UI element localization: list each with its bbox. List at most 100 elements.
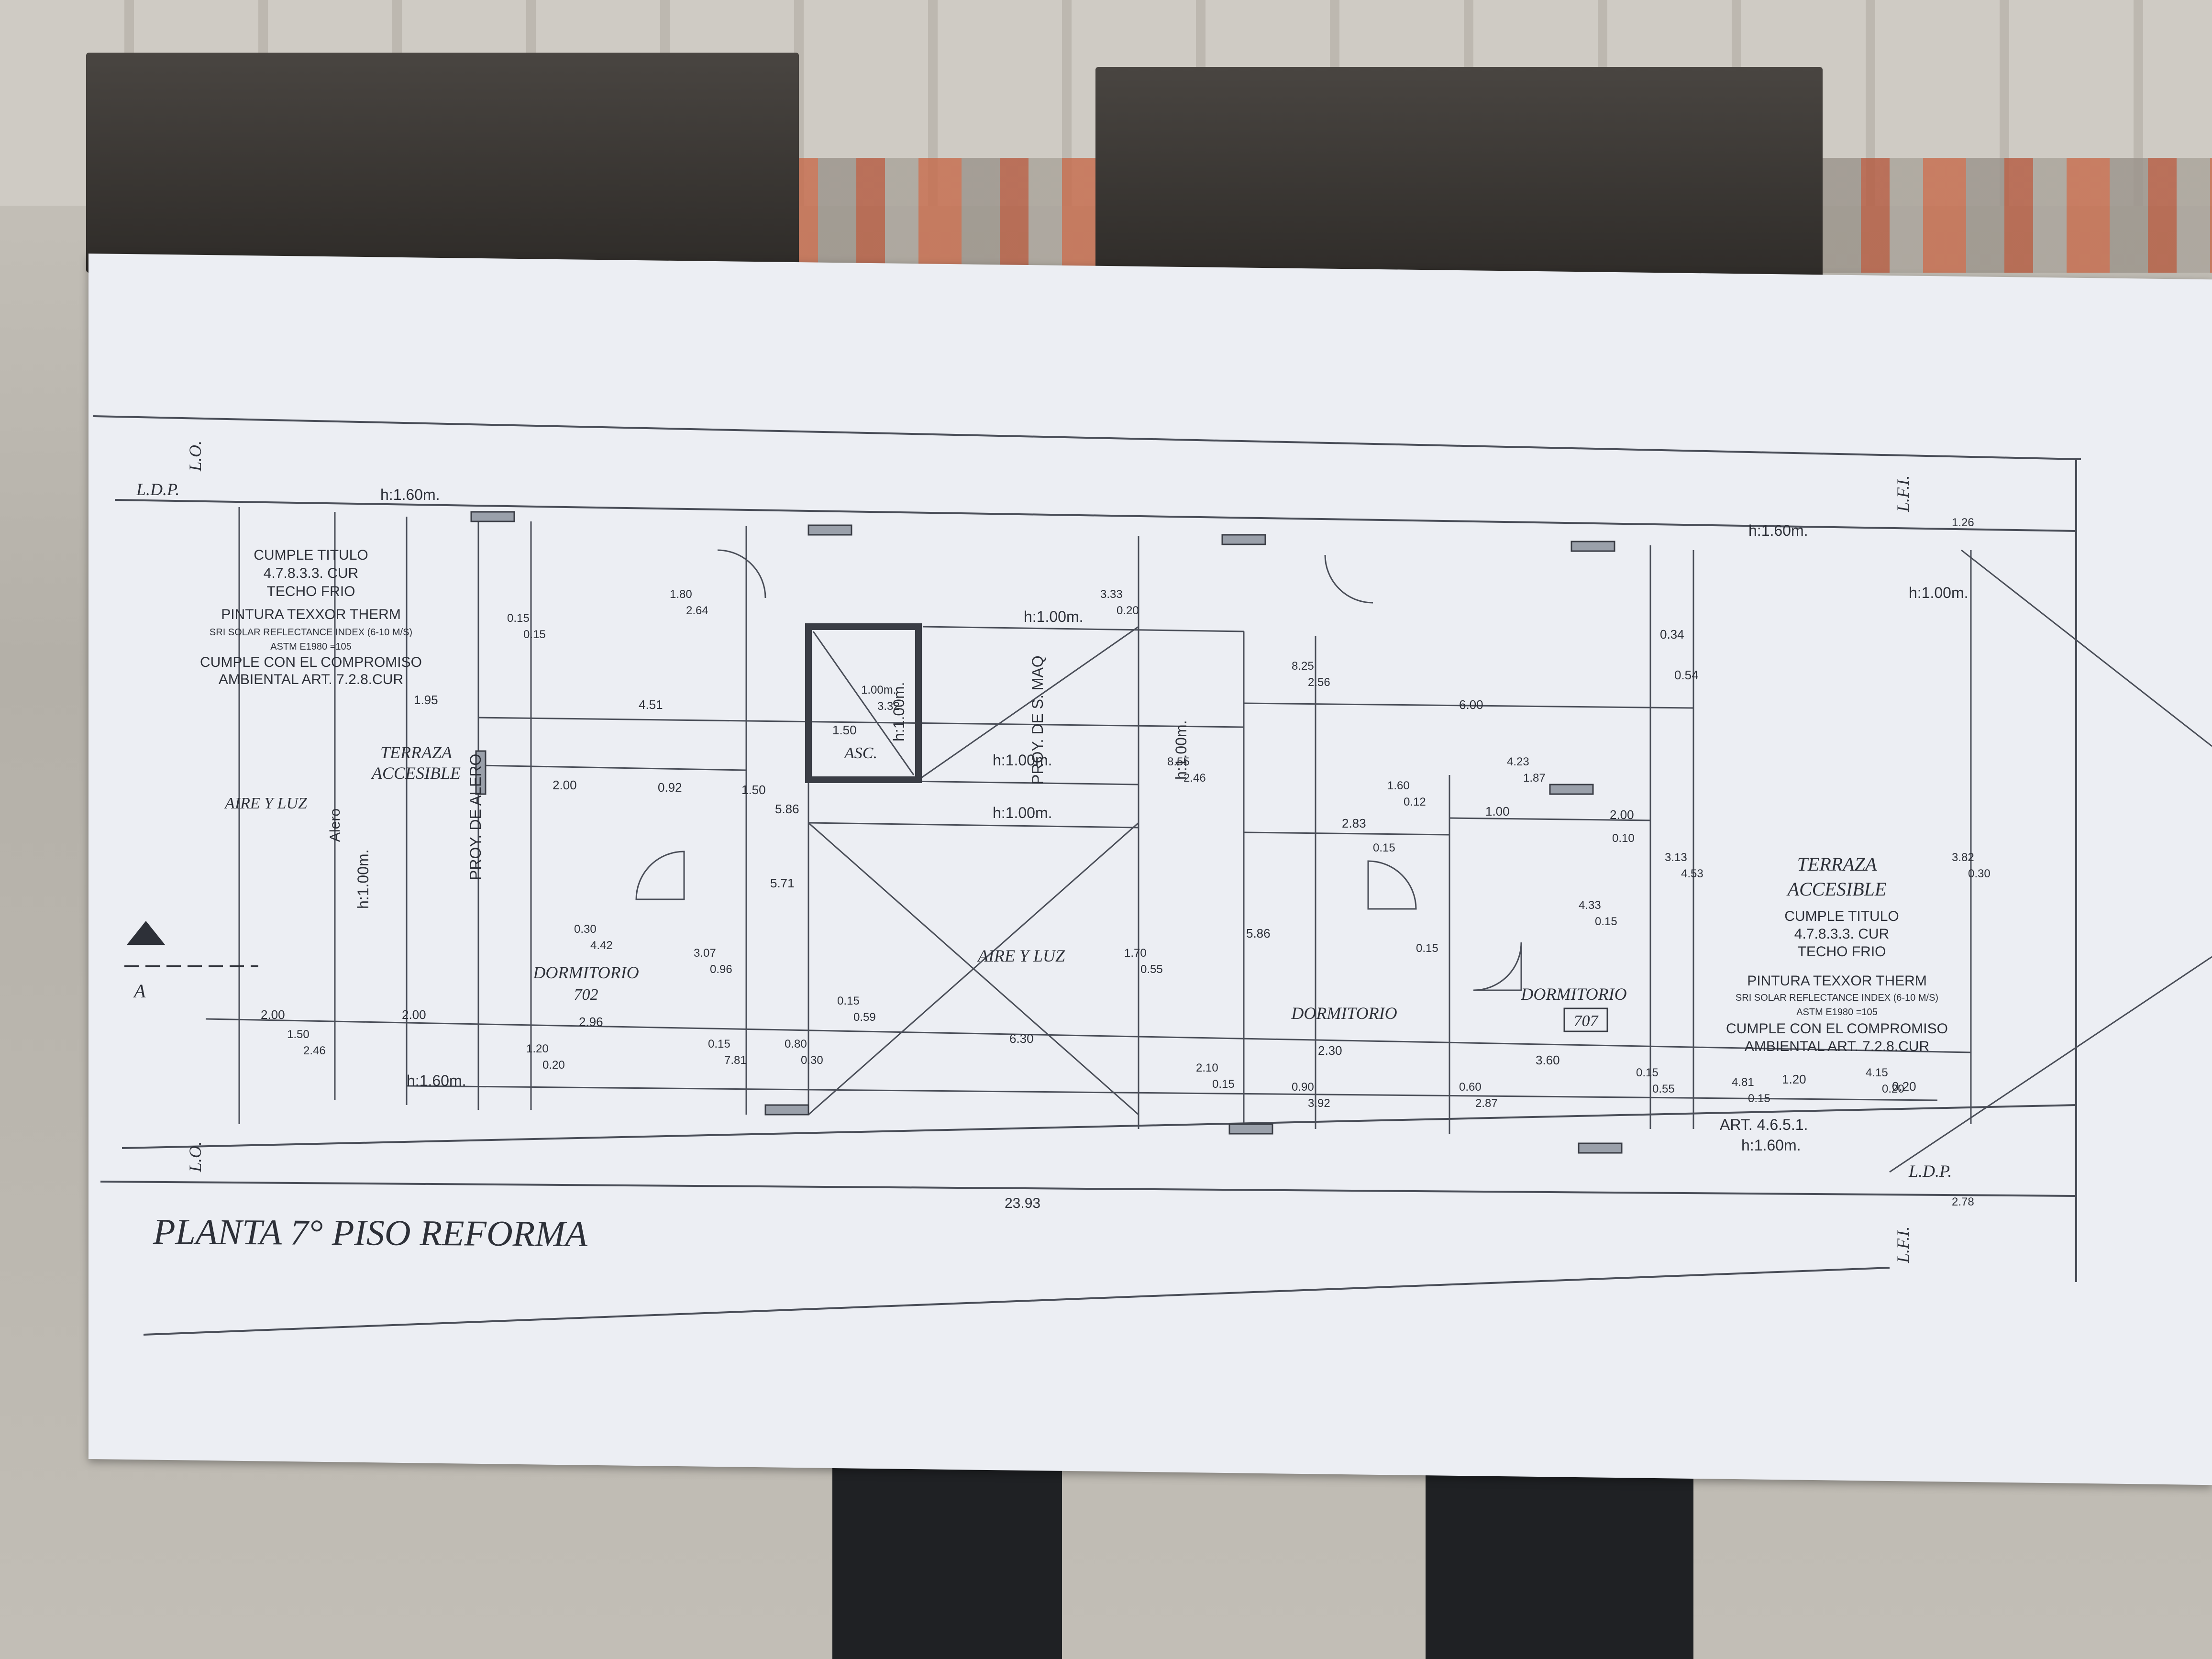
room-label: Alero <box>327 808 343 842</box>
note-line: 4.7.8.3.3. CUR <box>264 565 358 581</box>
height-label: h:1.60m. <box>407 1072 466 1089</box>
dimension-label: 4.51 <box>639 697 663 712</box>
note-line: CUMPLE TITULO <box>1784 908 1899 924</box>
lfi-bottom-label: L.F.I. <box>1893 1227 1913 1263</box>
note-line: PINTURA TEXXOR THERM <box>221 607 401 622</box>
dimension-label: 2.96 <box>579 1015 603 1029</box>
dimension-label: 1.60 <box>1387 779 1410 792</box>
room-label: DORMITORIO <box>1291 1004 1397 1023</box>
dimension-label: 0.15 <box>523 628 546 641</box>
lo-bottom-label: L.O. <box>186 1141 205 1172</box>
room-label: 707 <box>1574 1012 1599 1030</box>
room-label: h:1.60m. <box>1741 1137 1801 1154</box>
note-line: TECHO FRIO <box>1798 944 1886 960</box>
dimension-label: 0.15 <box>1636 1066 1659 1079</box>
dimension-label: 8.55 <box>1167 755 1190 768</box>
dimension-label: 5.71 <box>770 876 795 890</box>
room-label: TERRAZA <box>380 743 453 762</box>
dimension-label: 1.00m. <box>861 684 896 697</box>
wood-board-right <box>1095 67 1823 287</box>
dimension-label: 4.81 <box>1732 1076 1754 1089</box>
wood-board-left <box>86 53 799 273</box>
sheet-title: PLANTA 7° PISO REFORMA <box>153 1212 588 1254</box>
dimension-label: 0.15 <box>1595 915 1617 928</box>
dimension-label: 0.80 <box>785 1038 807 1051</box>
dimension-label: 2.78 <box>1952 1195 1974 1208</box>
height-label: h:1.60m. <box>1748 522 1808 539</box>
dimension-label: 0.20 <box>1117 604 1139 617</box>
dimension-label: 1.50 <box>832 723 857 737</box>
dimension-label: 0.15 <box>1416 942 1438 955</box>
dimension-label: 0.30 <box>574 923 597 936</box>
dimension-label: 0.20 <box>1882 1083 1904 1095</box>
dimension-label: 4.42 <box>590 939 613 952</box>
left-note-block: CUMPLE TITULO 4.7.8.3.3. CUR TECHO FRIO … <box>200 547 422 687</box>
dimension-label: 6.00 <box>1459 697 1483 712</box>
dimension-label: 0.20 <box>1892 1079 1916 1094</box>
room-label: ACCESIBLE <box>371 763 461 783</box>
dimension-label: 5.86 <box>1246 926 1271 940</box>
height-label: h:1.00m. <box>993 804 1052 821</box>
dimension-label: 4.53 <box>1681 867 1703 880</box>
note-line: CUMPLE CON EL COMPROMISO <box>1726 1021 1948 1037</box>
plan-walls <box>205 507 2212 1173</box>
height-label: h:1.00m. <box>993 752 1052 769</box>
note-line: ASTM E1980 =105 <box>1796 1007 1878 1018</box>
door-swings <box>635 549 1522 991</box>
dimension-labels: 1.95 4.51 1.50 2.00 0.92 1.50 5.86 5.71 … <box>261 627 1916 1094</box>
dimension-label: 0.55 <box>1652 1083 1675 1095</box>
dimension-label: 2.00 <box>1610 807 1634 822</box>
dimension-label: 0.15 <box>1373 841 1395 854</box>
dimension-label: 2.87 <box>1475 1097 1498 1110</box>
dimension-label: 1.20 <box>526 1042 549 1055</box>
dimension-label: 0.92 <box>658 780 682 795</box>
dimension-label: 2.56 <box>1308 676 1330 689</box>
dimension-label: 2.00 <box>261 1007 285 1022</box>
note-line: CUMPLE TITULO <box>254 547 368 563</box>
dimension-label: 2.46 <box>1183 772 1206 785</box>
dimension-label: 1.70 <box>1124 947 1147 960</box>
dimension-label: 3.13 <box>1665 851 1687 864</box>
dimension-label: 0.15 <box>1212 1078 1235 1091</box>
elevator-shaft <box>805 623 922 783</box>
dimension-label: 6.30 <box>1009 1031 1034 1046</box>
height-labels: h:1.60m. h:1.60m. h:1.00m. h:1.00m. h:1.… <box>354 486 1969 1089</box>
note-line: SRI SOLAR REFLECTANCE INDEX (6-10 M/S) <box>1736 993 1938 1003</box>
dimension-label: 2.30 <box>1318 1043 1342 1058</box>
dimension-label: 0.15 <box>708 1038 730 1051</box>
note-line: TECHO FRIO <box>267 584 355 599</box>
dimension-label: 2.64 <box>686 604 708 617</box>
dimension-label: 3.92 <box>1308 1097 1330 1110</box>
ldp-bottom-label: L.D.P. <box>1908 1161 1952 1181</box>
height-label: h:1.00m. <box>1172 720 1190 780</box>
dimension-label: 2.46 <box>303 1044 326 1057</box>
height-label: h:1.00m. <box>1909 584 1969 601</box>
dimension-label: 1.80 <box>670 588 692 601</box>
height-label: h:1.00m. <box>1024 608 1084 625</box>
height-label: h:1.00m. <box>890 682 907 741</box>
right-note-block: TERRAZA ACCESIBLE CUMPLE TITULO 4.7.8.3.… <box>1726 853 1948 1054</box>
dimension-label: 7.81 <box>724 1054 747 1067</box>
dimension-label: 0.15 <box>837 995 860 1007</box>
total-width-dim: 23.93 <box>1005 1195 1040 1211</box>
dimension-label: 0.12 <box>1404 796 1426 808</box>
room-labels: TERRAZA ACCESIBLE AIRE Y LUZ Alero PROY.… <box>224 655 1808 1154</box>
note-line: ACCESIBLE <box>1786 878 1887 900</box>
dimension-label: 4.23 <box>1507 755 1529 768</box>
dimension-label: 3.07 <box>694 947 716 960</box>
room-label: ART. 4.6.5.1. <box>1720 1116 1808 1133</box>
dimension-label: 8.25 <box>1292 660 1314 673</box>
room-label: PROY. DE S. MAQ <box>1029 655 1046 785</box>
dimension-label: 0.15 <box>507 612 530 625</box>
room-label: DORMITORIO <box>1520 984 1626 1004</box>
room-label: AIRE Y LUZ <box>224 795 308 812</box>
dimension-label: 1.26 <box>1952 516 1974 529</box>
dimension-label: 0.96 <box>710 963 732 976</box>
dimension-label: 1.50 <box>741 783 766 797</box>
note-line: CUMPLE CON EL COMPROMISO <box>200 654 422 670</box>
sheet-frame <box>93 415 2081 1336</box>
dimension-label: 0.15 <box>1748 1092 1770 1105</box>
dimension-label: 0.59 <box>853 1011 876 1024</box>
note-line: SRI SOLAR REFLECTANCE INDEX (6-10 M/S) <box>210 627 412 638</box>
